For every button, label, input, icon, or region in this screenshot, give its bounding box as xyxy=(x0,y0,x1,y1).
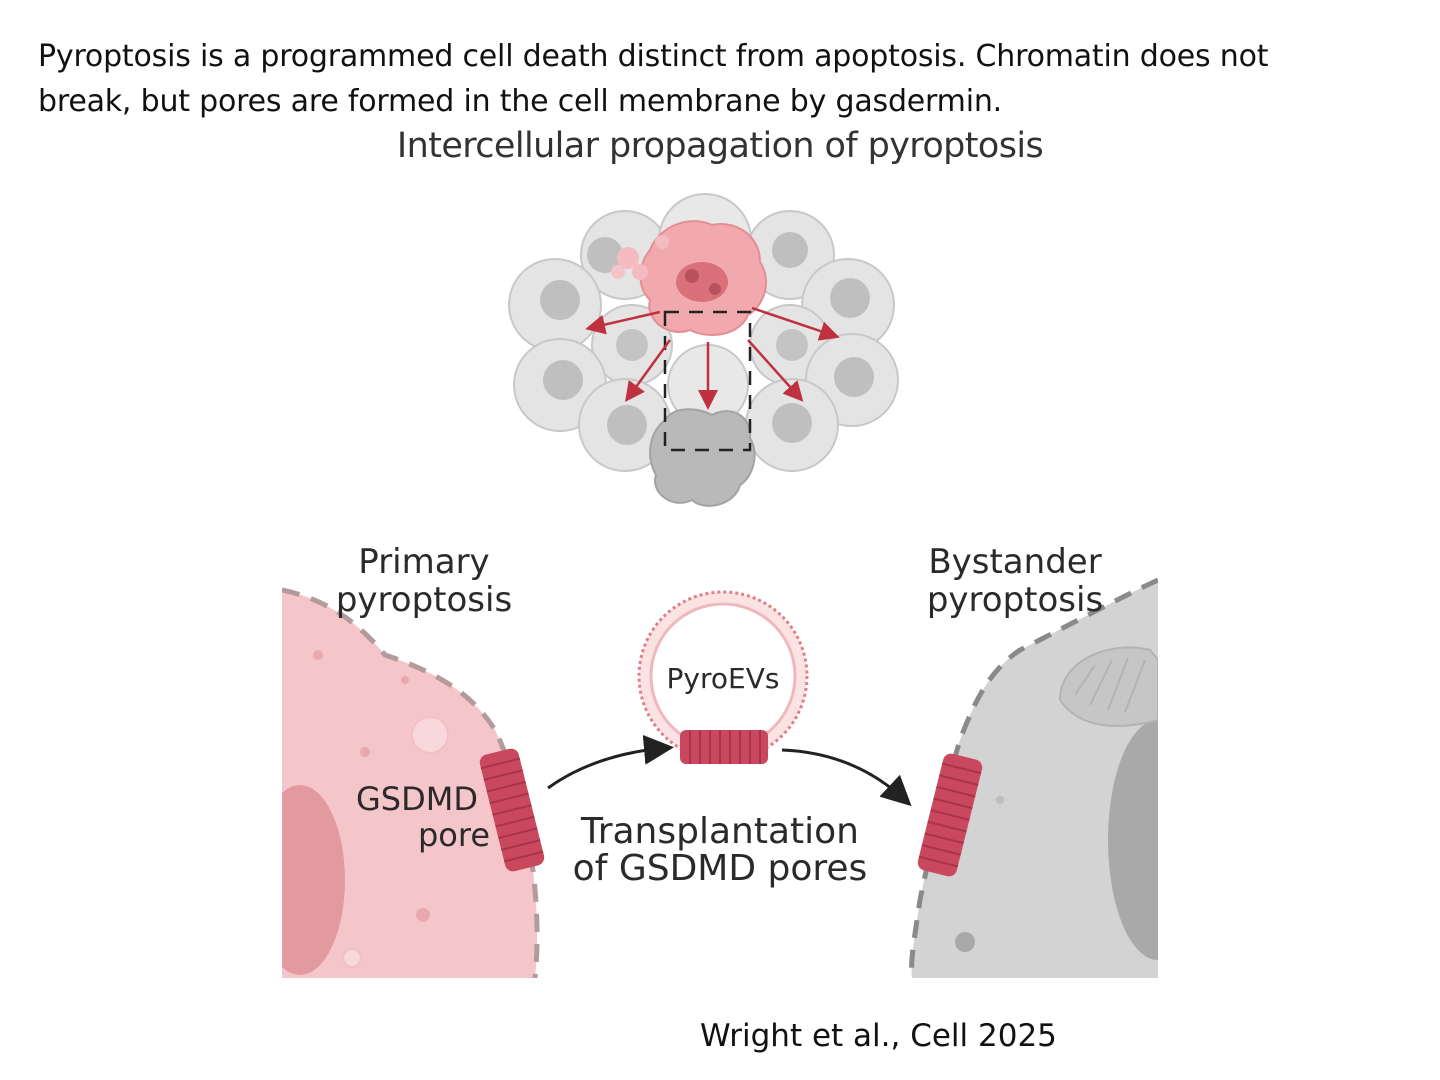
neighbor-cell xyxy=(745,378,839,472)
bystander-cell-membrane xyxy=(909,577,1158,978)
propagation-arrows xyxy=(585,306,840,410)
figure-title: Intercellular propagation of pyroptosis xyxy=(396,126,1044,166)
label-gsdmd-1: GSDMD xyxy=(356,780,478,818)
citation: Wright et al., Cell 2025 xyxy=(700,1018,1057,1054)
label-primary-1: Primary xyxy=(358,542,489,582)
label-bystander-1: Bystander xyxy=(928,542,1101,582)
label-vesicle: PyroEVs xyxy=(667,662,780,695)
label-gsdmd-2: pore xyxy=(418,816,490,854)
gsdmd-pore-bystander xyxy=(917,753,983,877)
arrow-to-vesicle xyxy=(547,734,674,790)
primary-nucleus xyxy=(282,785,345,975)
gsdmd-pore-primary xyxy=(479,748,545,872)
zoom-box xyxy=(663,310,752,452)
diagram-labels: Primary pyroptosis Bystander pyroptosis … xyxy=(336,542,1103,889)
detail-panel xyxy=(282,577,1158,978)
neighbor-cell xyxy=(805,333,899,427)
label-transplant-1: Transplantation xyxy=(580,811,859,852)
cell-cluster xyxy=(508,193,899,507)
caption-line-2: break, but pores are formed in the cell … xyxy=(38,84,1002,119)
primary-cell-body xyxy=(282,590,538,978)
mitochondrion xyxy=(1058,646,1158,727)
label-primary-2: pyroptosis xyxy=(336,580,512,620)
arrow-to-bystander xyxy=(781,748,912,807)
slide-caption: Pyroptosis is a programmed cell death di… xyxy=(38,34,1298,124)
bystander-nucleus xyxy=(1108,720,1158,960)
pyroev-vesicle xyxy=(637,590,809,764)
neighbor-cell xyxy=(578,378,672,472)
label-transplant-2: of GSDMD pores xyxy=(573,848,868,889)
pyroptotic-cell xyxy=(611,220,767,336)
neighbor-cell xyxy=(508,258,602,352)
dead-bystander-cell xyxy=(649,408,756,507)
caption-line-1: Pyroptosis is a programmed cell death di… xyxy=(38,39,1269,74)
label-bystander-2: pyroptosis xyxy=(927,580,1103,620)
